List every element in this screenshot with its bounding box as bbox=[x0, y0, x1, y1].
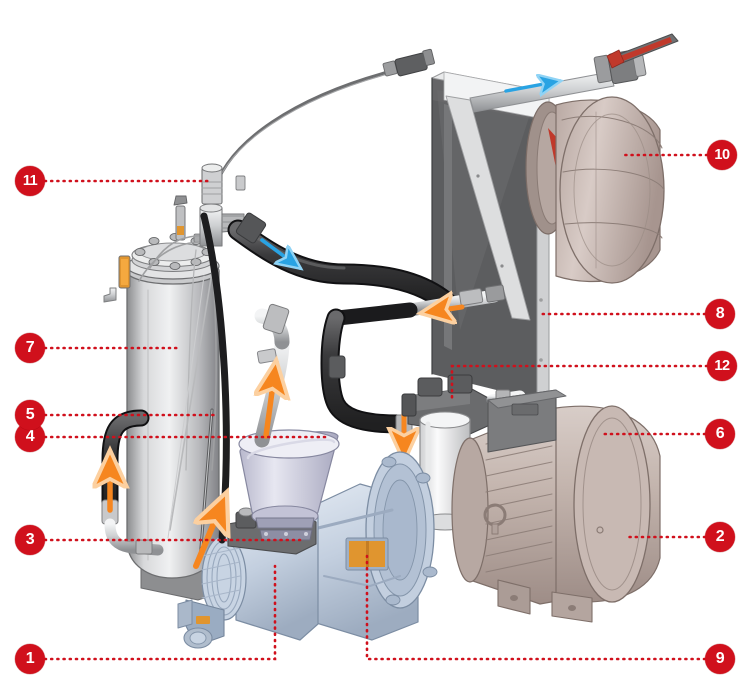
cooling-fan-art bbox=[525, 96, 665, 284]
callout-12-thermostatic-valve[interactable]: 12 bbox=[707, 351, 737, 381]
callout-10-cooling-fan[interactable]: 10 bbox=[707, 140, 737, 170]
callout-3-oil-return-line[interactable]: 3 bbox=[15, 525, 45, 555]
air-discharge-hose-art bbox=[227, 212, 457, 313]
oil-riser-arrow bbox=[266, 362, 276, 439]
callout-2-electric-drive-motor[interactable]: 2 bbox=[705, 522, 735, 552]
callout-8-combined-cooler-radiator[interactable]: 8 bbox=[705, 299, 735, 329]
scavenge-line-art bbox=[193, 212, 226, 569]
oil-cooler-outlet-art bbox=[330, 284, 506, 318]
callout-11-pressure-safety-valve[interactable]: 11 bbox=[15, 166, 45, 196]
callout-7-air-oil-separator-tank[interactable]: 7 bbox=[15, 333, 45, 363]
temperature-sensor-capillary-art bbox=[211, 48, 435, 197]
electric-drive-motor-art bbox=[451, 389, 661, 623]
callout-5-oil-separator-element[interactable]: 5 bbox=[15, 400, 45, 430]
air-discharge-arrow bbox=[260, 238, 300, 268]
oil-return-line-art bbox=[102, 409, 164, 556]
callout-9-coupling-housing[interactable]: 9 bbox=[705, 644, 735, 674]
sight-glass-art bbox=[103, 255, 131, 303]
discharge-pipe-ball-valve-art bbox=[469, 33, 679, 113]
combined-cooler-radiator-art bbox=[431, 71, 550, 401]
oil-riser-pipe-art bbox=[257, 303, 289, 448]
oil-cooler-outlet-arrow bbox=[422, 307, 465, 313]
air-cooler-inlet-arrow bbox=[504, 81, 560, 91]
callout-1-compressor-airend[interactable]: 1 bbox=[15, 644, 45, 674]
callout-6-oil-filter[interactable]: 6 bbox=[705, 419, 735, 449]
oil-scavenge-arrow bbox=[193, 494, 226, 569]
